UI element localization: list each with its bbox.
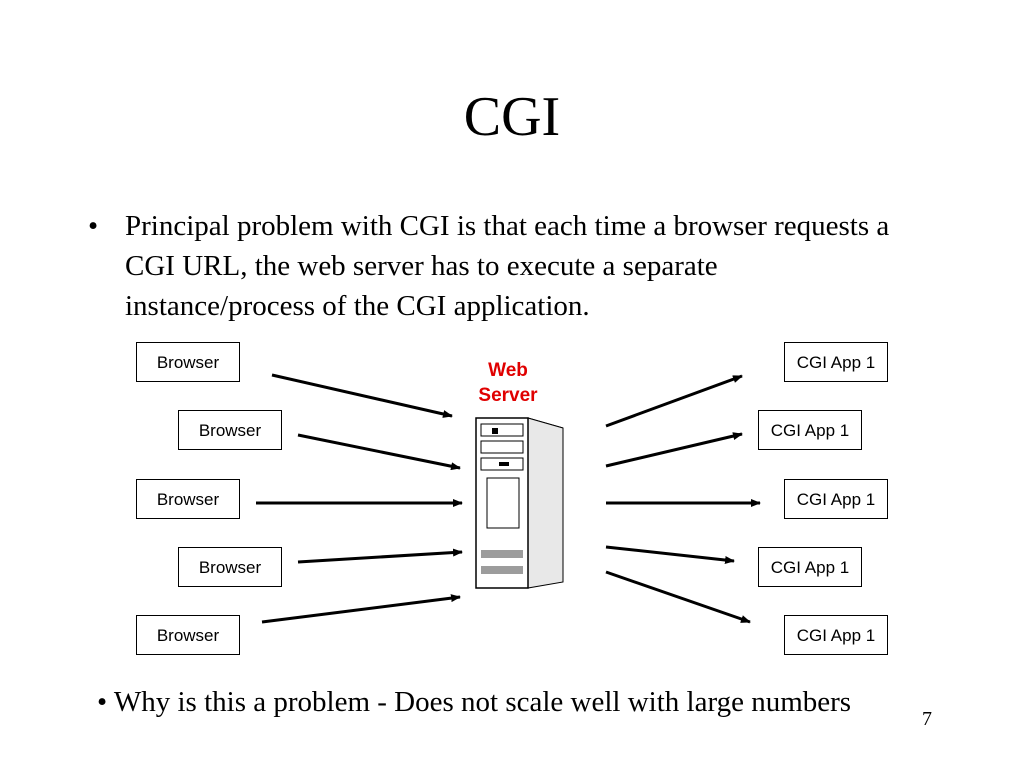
web-server-label: Web Server: [478, 360, 538, 406]
browser-box: Browser: [136, 615, 240, 655]
browser-box: Browser: [178, 547, 282, 587]
browser-box: Browser: [136, 479, 240, 519]
cgi-app-box: CGI App 1: [784, 615, 888, 655]
slide-title: CGI: [463, 86, 561, 148]
bullet-dot: •: [88, 210, 99, 242]
arrow-browser-4: [297, 548, 463, 564]
cgi-app-box: CGI App 1: [784, 479, 888, 519]
arrow-browser-5: [261, 594, 461, 624]
page-number: 7: [922, 708, 932, 730]
browser-box: Browser: [178, 410, 282, 450]
arrow-app-2: [605, 432, 743, 468]
cgi-app-box: CGI App 1: [758, 410, 862, 450]
arrow-app-1: [605, 374, 743, 428]
arrow-app-5: [605, 570, 751, 624]
bottom-bullet: • Why is this a problem - Does not scale…: [97, 686, 852, 718]
bullet-text: Principal problem with CGI is that each …: [125, 210, 890, 322]
server-tower-icon: [475, 417, 564, 589]
arrow-browser-2: [297, 433, 461, 471]
main-bullet: • Principal problem with CGI is that eac…: [88, 206, 908, 326]
cgi-app-box: CGI App 1: [758, 547, 862, 587]
cgi-app-box: CGI App 1: [784, 342, 888, 382]
browser-box: Browser: [136, 342, 240, 382]
arrow-browser-1: [271, 373, 453, 418]
arrow-app-4: [605, 545, 735, 564]
